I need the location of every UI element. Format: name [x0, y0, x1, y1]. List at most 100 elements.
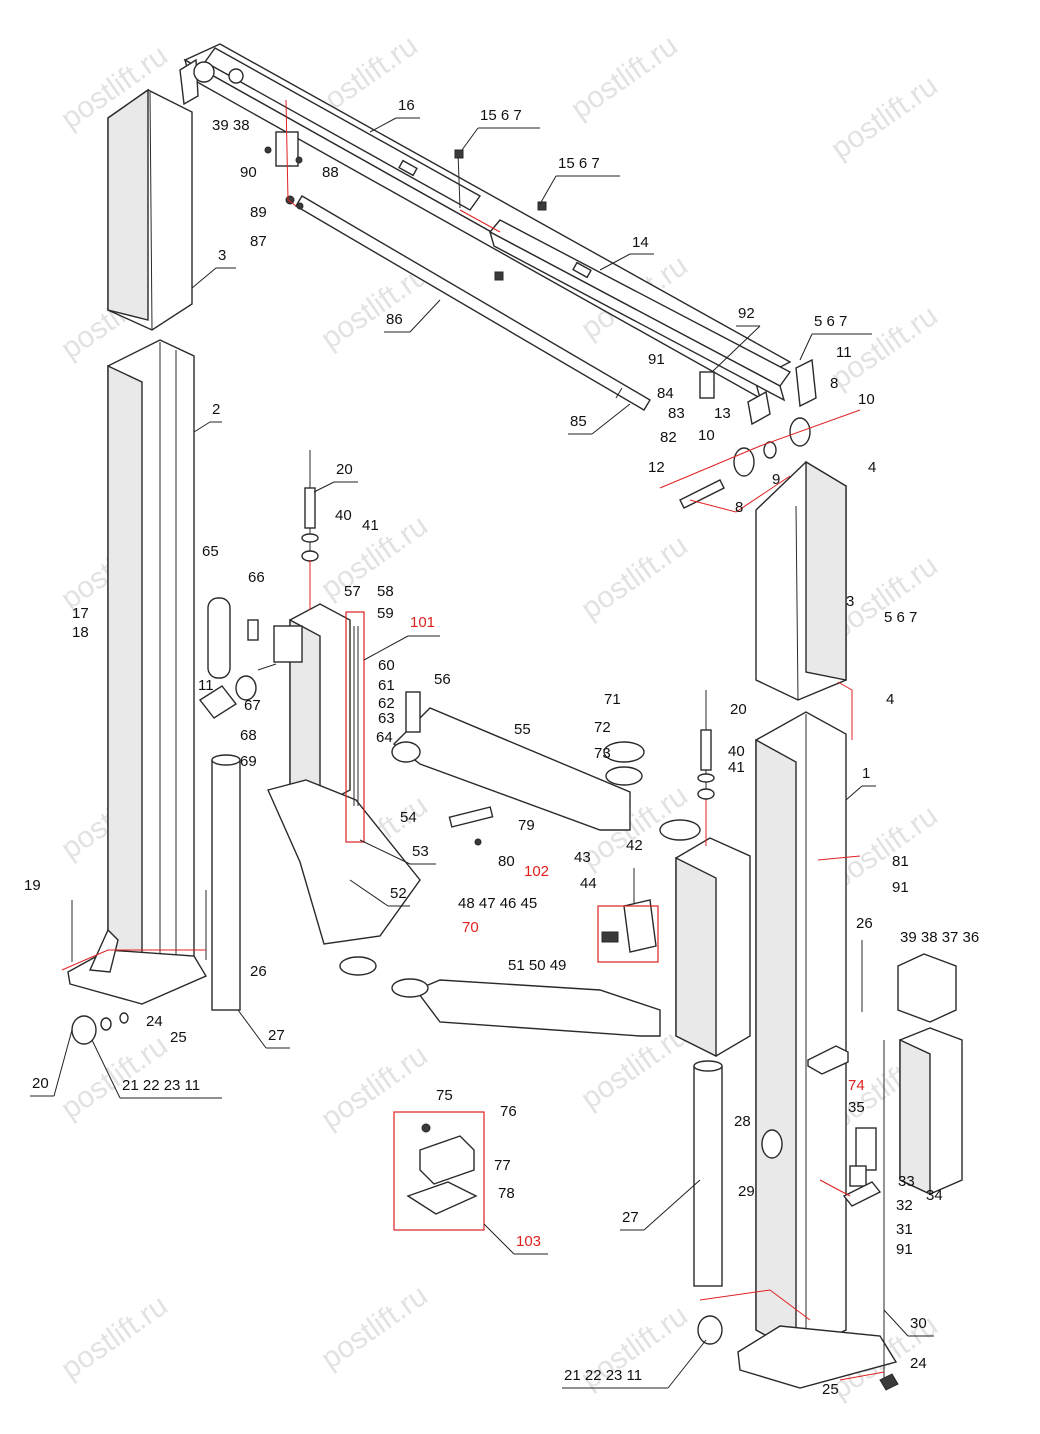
top-crossbeam-assembly — [179, 43, 817, 426]
part-88 — [285, 195, 295, 205]
carriage-block — [273, 625, 303, 663]
part-callout-label: 51 50 49 — [508, 957, 566, 974]
part-callout-label: 10 — [698, 427, 715, 444]
guide-line — [817, 855, 861, 861]
leader — [409, 299, 441, 333]
part-callout-label: 26 — [250, 963, 267, 980]
shaft-step — [615, 387, 623, 399]
power-unit-assembly — [842, 953, 963, 1207]
part-callout-label: 30 — [910, 1315, 927, 1332]
guide-line — [839, 1371, 885, 1381]
leader — [483, 1223, 515, 1255]
block-83 — [699, 371, 715, 399]
part-callout-label: 10 — [858, 391, 875, 408]
part-callout-label: 8 — [830, 375, 838, 392]
part-callout-label: 62 — [378, 695, 395, 712]
part-callout-label: 42 — [626, 837, 643, 854]
bracket-mount — [807, 1045, 849, 1075]
part-callout-label: 68 — [240, 727, 257, 744]
pin-56 — [405, 691, 421, 733]
watermark-text: postlift.ru — [315, 1279, 434, 1376]
part-callout-label: 53 — [412, 843, 429, 860]
arm-front — [414, 979, 661, 1037]
kit-101-box — [345, 611, 365, 843]
cable-end — [700, 729, 712, 771]
cylinder-cap — [693, 1060, 723, 1072]
part-callout-label: 59 — [377, 605, 394, 622]
part-callout-label: 69 — [240, 753, 257, 770]
plug-28 — [761, 1129, 783, 1159]
guide-line — [837, 681, 853, 740]
leader — [363, 635, 409, 661]
washer-23 — [119, 1012, 129, 1024]
leader — [313, 481, 335, 493]
part-callout-label: 57 — [344, 583, 361, 600]
watermark-text: postlift.ru — [315, 1039, 434, 1136]
assembly-guide-lines — [61, 99, 885, 1381]
leader — [237, 1009, 267, 1049]
part-callout-label: 52 — [390, 885, 407, 902]
part-callout-label: 80 — [498, 853, 515, 870]
part-callout-label: 4 — [886, 691, 894, 708]
part-callout-label: 67 — [244, 697, 261, 714]
pad-72 — [603, 741, 645, 763]
part-callout-label: 61 — [378, 677, 395, 694]
part-callout-label: 34 — [926, 1187, 943, 1204]
part-callout-label: 25 — [170, 1029, 187, 1046]
leader — [461, 127, 479, 151]
part-callout-label: 48 47 46 45 — [458, 895, 537, 912]
part-callout-label: 63 — [378, 710, 395, 727]
part-callout-label: 82 — [660, 429, 677, 446]
watermark-text: postlift.ru — [565, 29, 684, 126]
part-callout-label: 39 38 37 36 — [900, 929, 979, 946]
part-callout-label: 72 — [594, 719, 611, 736]
cylinder-27-left — [211, 759, 241, 1011]
pin-80 — [474, 838, 482, 846]
shaft-86 — [295, 195, 651, 411]
carriage-right-face — [675, 856, 717, 1058]
pulley-21-left — [71, 1015, 97, 1045]
pulley-68 — [235, 675, 257, 701]
part-callout-label: 91 — [648, 351, 665, 368]
part-callout-label: 64 — [376, 729, 393, 746]
part-callout-label: 85 — [570, 413, 587, 430]
bolt-39 — [264, 146, 272, 154]
filter-33 — [855, 1127, 877, 1171]
part-callout-label: 9 — [772, 471, 780, 488]
cable-end — [304, 487, 316, 529]
part-callout-label: 35 — [848, 1099, 865, 1116]
fitting-24 — [879, 1373, 899, 1391]
part-callout-label: 21 22 23 11 — [564, 1367, 642, 1384]
part-callout-label: 60 — [378, 657, 395, 674]
pad-79 — [448, 806, 494, 828]
leader — [369, 117, 397, 133]
part-callout-label: 25 — [822, 1381, 839, 1398]
bolt-15 — [457, 151, 461, 209]
part-callout-label: 84 — [657, 385, 674, 402]
part-callout-label: 14 — [632, 234, 649, 251]
leader — [845, 785, 863, 801]
part-callout-label: 20 — [336, 461, 353, 478]
part-callout-label: 5 6 7 — [884, 609, 917, 626]
beam-slot — [572, 261, 592, 279]
guide-line — [459, 209, 501, 233]
leader — [359, 839, 411, 865]
arm-55 — [392, 707, 631, 831]
part-callout-label: 12 — [648, 459, 665, 476]
lock-44 — [623, 899, 657, 953]
pulley-left-small — [228, 68, 244, 84]
arm-pivot — [391, 741, 421, 763]
leader — [599, 253, 631, 271]
guide-line — [689, 475, 791, 513]
watermark-text: postlift.ru — [55, 1289, 174, 1386]
kit-102-box — [597, 905, 659, 963]
base-plate-right — [737, 1325, 898, 1389]
part-callout-label: 39 38 — [212, 117, 250, 134]
pad-42 — [659, 819, 701, 841]
part-callout-label: 88 — [322, 164, 339, 181]
pin-67 — [257, 663, 277, 671]
arm-52 — [267, 779, 421, 945]
part-callout-label: 5 6 7 — [814, 313, 847, 330]
leader-lines — [30, 117, 934, 1389]
bracket-69 — [198, 685, 238, 719]
